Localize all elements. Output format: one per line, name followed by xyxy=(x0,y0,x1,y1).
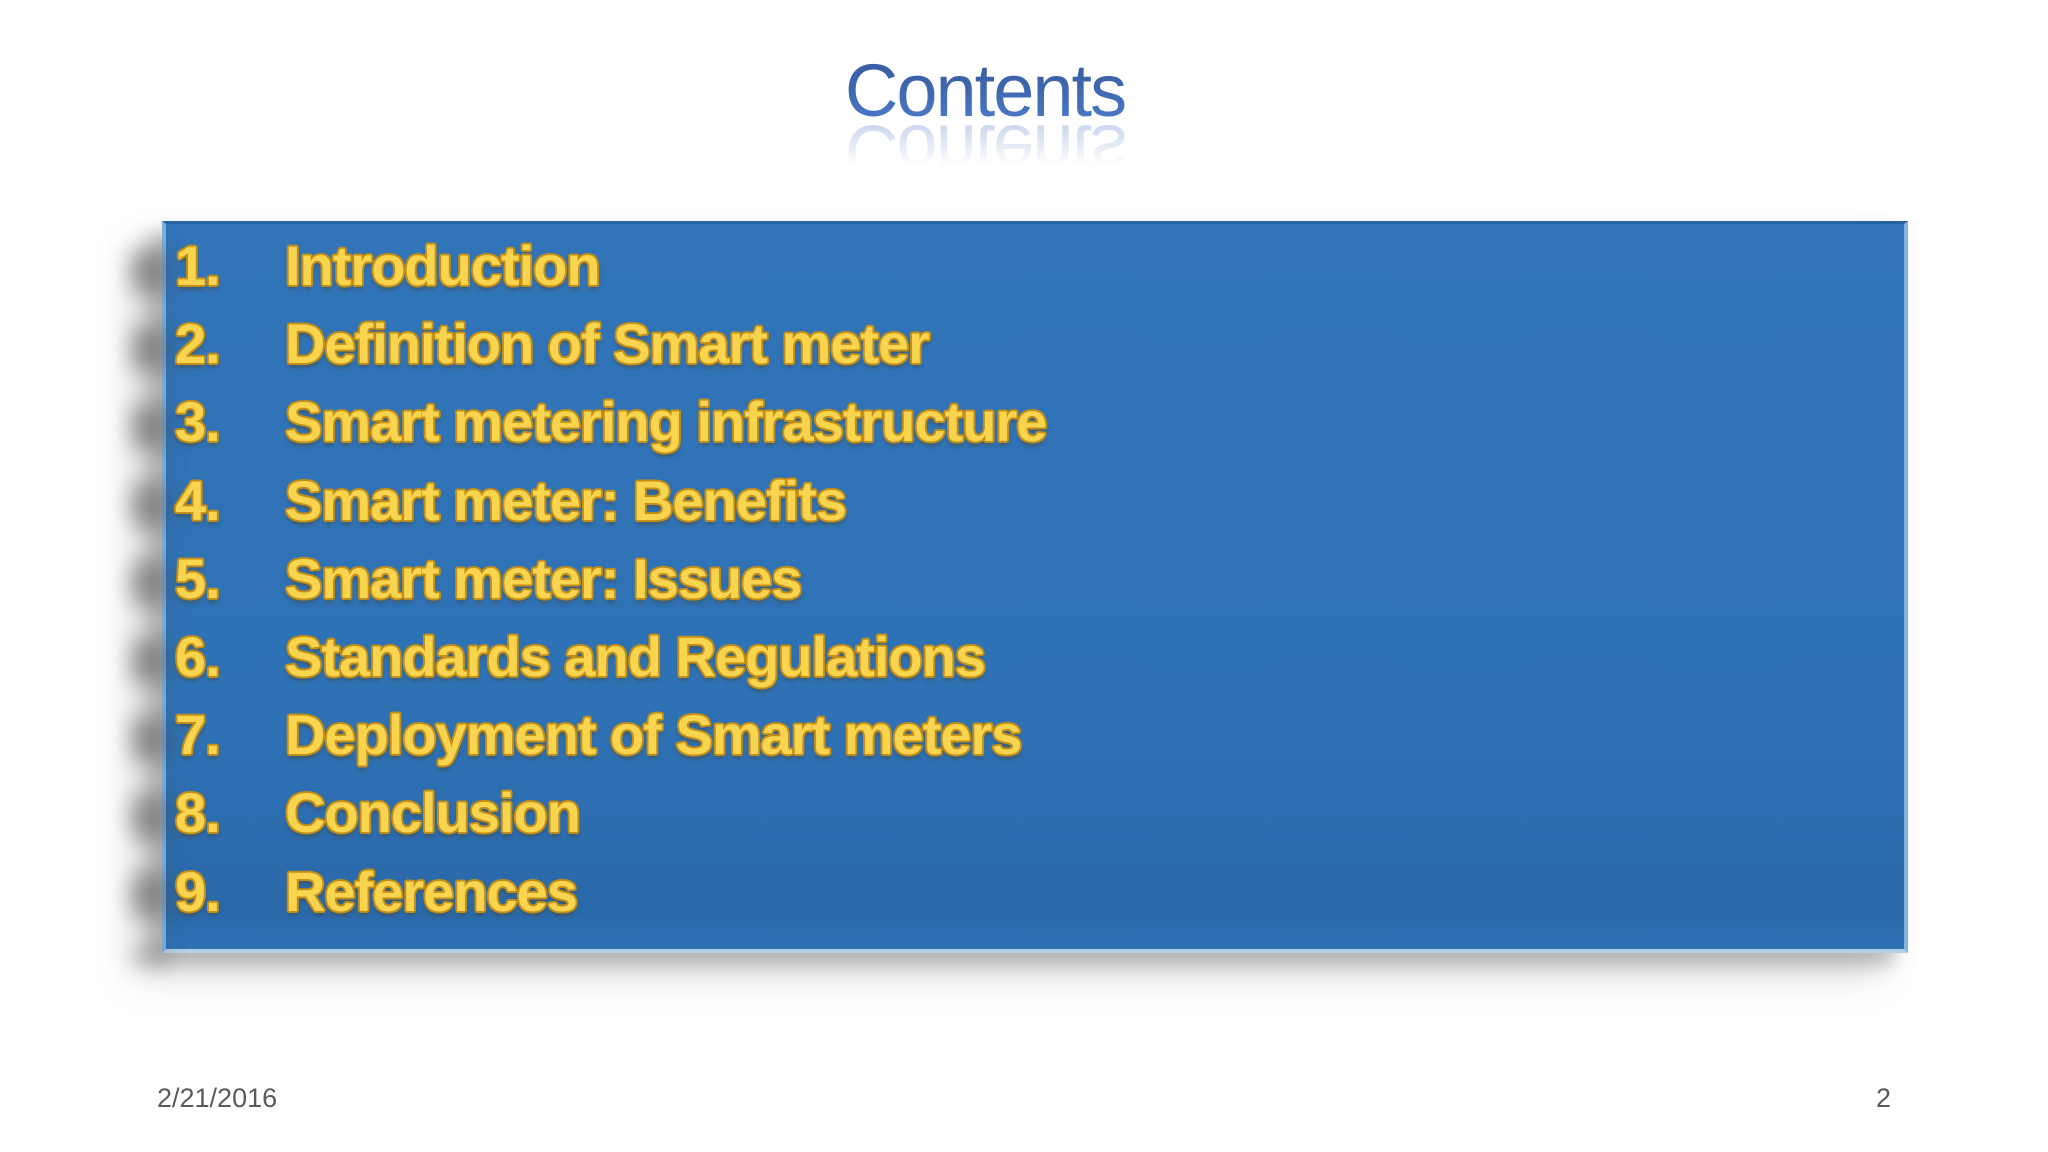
item-label: References xyxy=(285,859,578,923)
item-number: 6. xyxy=(175,625,221,689)
item-label: Smart meter: Benefits xyxy=(285,468,847,532)
contents-item: 9. References xyxy=(175,853,1884,931)
contents-item: 5. Smart meter: Issues xyxy=(175,540,1884,618)
item-label: Conclusion xyxy=(285,781,581,845)
item-number: 5. xyxy=(175,546,221,610)
title-block: Contents Contents xyxy=(0,52,2009,193)
contents-item: 1. Introduction xyxy=(175,227,1884,305)
item-label: Introduction xyxy=(285,234,601,298)
item-label: Definition of Smart meter xyxy=(285,312,930,376)
contents-item: 8. Conclusion xyxy=(175,774,1884,852)
contents-item: 3. Smart metering infrastructure xyxy=(175,383,1884,461)
item-label: Standards and Regulations xyxy=(285,625,986,689)
contents-item: 4. Smart meter: Benefits xyxy=(175,462,1884,540)
item-number: 3. xyxy=(175,390,221,454)
item-label: Smart metering infrastructure xyxy=(285,390,1047,454)
item-number: 7. xyxy=(175,703,221,767)
item-label: Deployment of Smart meters xyxy=(285,703,1022,767)
slide-title-reflection: Contents xyxy=(0,109,2009,192)
contents-item: 7. Deployment of Smart meters xyxy=(175,696,1884,774)
item-number: 9. xyxy=(175,859,221,923)
item-number: 1. xyxy=(175,234,221,298)
item-number: 4. xyxy=(175,468,221,532)
contents-item: 2. Definition of Smart meter xyxy=(175,305,1884,383)
box-drop-shadow xyxy=(130,250,168,962)
contents-item: 6. Standards and Regulations xyxy=(175,618,1884,696)
contents-box: 1. Introduction 2. Definition of Smart m… xyxy=(130,221,1908,962)
contents-list: 1. Introduction 2. Definition of Smart m… xyxy=(166,224,1904,931)
item-label: Smart meter: Issues xyxy=(285,546,802,610)
slide-title: Contents xyxy=(0,52,2009,130)
footer-date: 2/21/2016 xyxy=(157,1083,278,1113)
slide-number: 2 xyxy=(1876,1083,1892,1113)
item-number: 2. xyxy=(175,312,221,376)
item-number: 8. xyxy=(175,781,221,845)
